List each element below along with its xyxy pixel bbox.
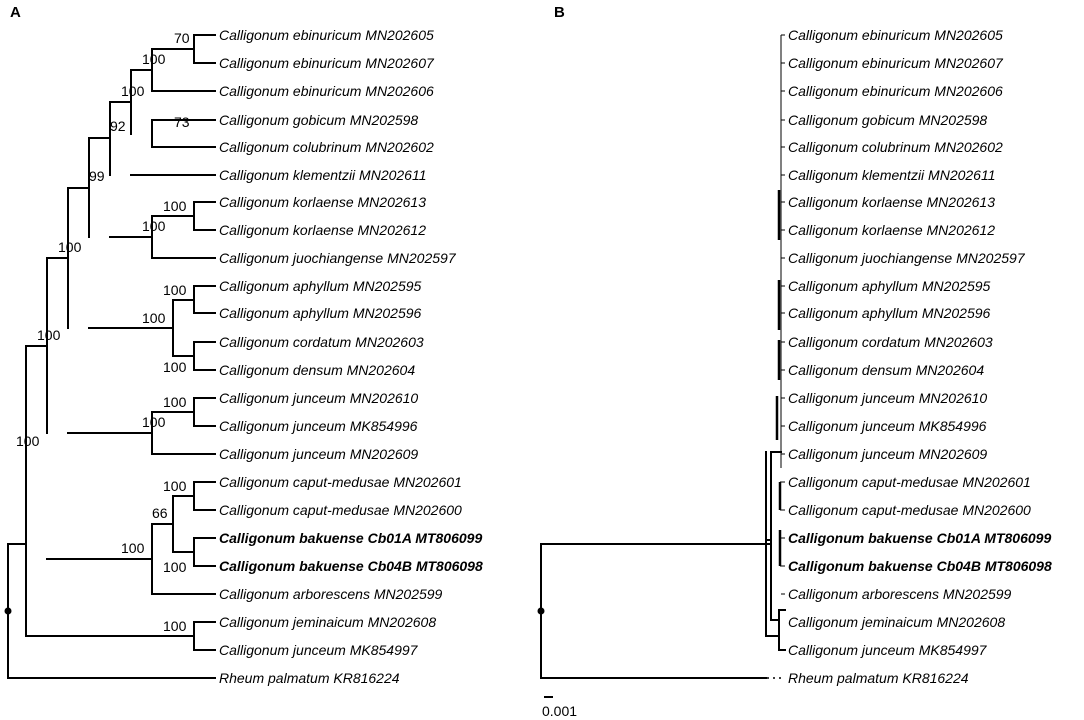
tip-label: Calligonum arborescens MN202599 [788,586,1012,602]
tip-label: Calligonum korlaense MN202612 [219,222,426,238]
tree-b: 0.001 Calligonum ebinuricum MN202605Call… [537,27,1052,719]
tip-label: Calligonum jeminaicum MN202608 [219,614,436,630]
tree-b-clade-connectors [765,451,786,651]
tip-label: Calligonum densum MN202604 [788,362,984,378]
support-value: 100 [163,282,187,298]
support-value: 100 [58,239,82,255]
tip-label: Calligonum junceum MN202609 [219,446,418,462]
tip-label: Calligonum junceum MK854997 [219,642,419,658]
tip-label: Calligonum klementzii MN202611 [219,167,427,183]
tree-a-vertical-connectors [7,34,195,679]
support-value: 100 [163,478,187,494]
tip-label: Calligonum klementzii MN202611 [788,167,996,183]
tip-label: Calligonum juochiangense MN202597 [219,250,457,266]
support-value: 100 [142,414,166,430]
tip-label: Calligonum junceum MN202609 [788,446,987,462]
scale-bar-label: 0.001 [542,703,577,719]
tip-label: Calligonum ebinuricum MN202607 [788,55,1004,71]
tip-label: Calligonum korlaense MN202613 [788,194,995,210]
support-value: 100 [121,540,145,556]
panel-a-label: A [10,4,21,21]
tip-label: Calligonum junceum MN202610 [788,390,987,406]
tip-label: Calligonum colubrinum MN202602 [219,139,434,155]
support-value: 100 [142,310,166,326]
tip-label: Calligonum bakuense Cb01A MT806099 [219,530,482,546]
support-value: 100 [163,394,187,410]
tip-label: Calligonum junceum MK854997 [788,642,988,658]
support-value: 100 [37,327,61,343]
tree-a-tip-labels: Calligonum ebinuricum MN202605Calligonum… [219,27,483,686]
tip-label: Calligonum ebinuricum MN202606 [219,83,434,99]
tip-label: Calligonum junceum MK854996 [219,418,418,434]
tip-label: Calligonum caput-medusae MN202601 [219,474,462,490]
tip-label: Calligonum ebinuricum MN202606 [788,83,1003,99]
tip-label: Calligonum caput-medusae MN202601 [788,474,1031,490]
support-value: 100 [163,618,187,634]
support-value: 99 [89,168,105,184]
tip-label: Calligonum bakuense Cb04B MT806098 [219,558,483,574]
tip-label: Calligonum caput-medusae MN202600 [219,502,462,518]
support-value: 100 [121,83,145,99]
tip-label: Calligonum korlaense MN202612 [788,222,995,238]
tip-label: Calligonum aphyllum MN202596 [219,305,422,321]
tip-label: Calligonum bakuense Cb04B MT806098 [788,558,1052,574]
tip-label: Calligonum cordatum MN202603 [788,334,993,350]
tip-label: Calligonum ebinuricum MN202605 [219,27,434,43]
tip-label: Rheum palmatum KR816224 [788,670,969,686]
support-value: 100 [163,359,187,375]
tree-b-terminal-stubs [780,34,785,595]
tip-label: Calligonum juochiangense MN202597 [788,250,1026,266]
tip-label: Calligonum ebinuricum MN202607 [219,55,435,71]
tip-label: Calligonum arborescens MN202599 [219,586,443,602]
tree-a: 70 100 73 100 92 100 100 99 100 100 100 … [4,27,483,686]
tip-label: Calligonum gobicum MN202598 [219,112,418,128]
tip-label: Calligonum densum MN202604 [219,362,415,378]
tip-label: Calligonum korlaense MN202613 [219,194,426,210]
tip-label: Calligonum jeminaicum MN202608 [788,614,1005,630]
tip-label: Calligonum junceum MN202610 [219,390,418,406]
tip-label: Calligonum gobicum MN202598 [788,112,987,128]
support-value: 100 [163,198,187,214]
tree-b-root-branch [540,543,767,679]
support-value: 100 [142,218,166,234]
tree-b-tip-labels: Calligonum ebinuricum MN202605Calligonum… [788,27,1052,686]
tip-label: Calligonum caput-medusae MN202600 [788,502,1031,518]
support-value: 100 [142,51,166,67]
support-value: 73 [174,114,190,130]
tip-label: Calligonum bakuense Cb01A MT806099 [788,530,1051,546]
support-value: 66 [152,505,168,521]
tree-b-ingroup-internal-branches [775,190,782,566]
tip-label: Calligonum aphyllum MN202596 [788,305,991,321]
tip-label: Calligonum cordatum MN202603 [219,334,424,350]
support-value: 92 [110,118,126,134]
panel-b-label: B [554,4,565,21]
tip-label: Calligonum colubrinum MN202602 [788,139,1003,155]
tree-b-root-node [537,607,545,615]
tip-label: Rheum palmatum KR816224 [219,670,400,686]
tip-label: Calligonum aphyllum MN202595 [788,278,991,294]
tree-a-horizontal-branches [7,34,216,679]
support-value: 100 [163,559,187,575]
tip-label: Calligonum aphyllum MN202595 [219,278,422,294]
tree-a-root-node [4,607,12,615]
support-value: 70 [174,30,190,46]
support-value: 100 [16,433,40,449]
tip-label: Calligonum junceum MK854996 [788,418,987,434]
tip-label: Calligonum ebinuricum MN202605 [788,27,1003,43]
